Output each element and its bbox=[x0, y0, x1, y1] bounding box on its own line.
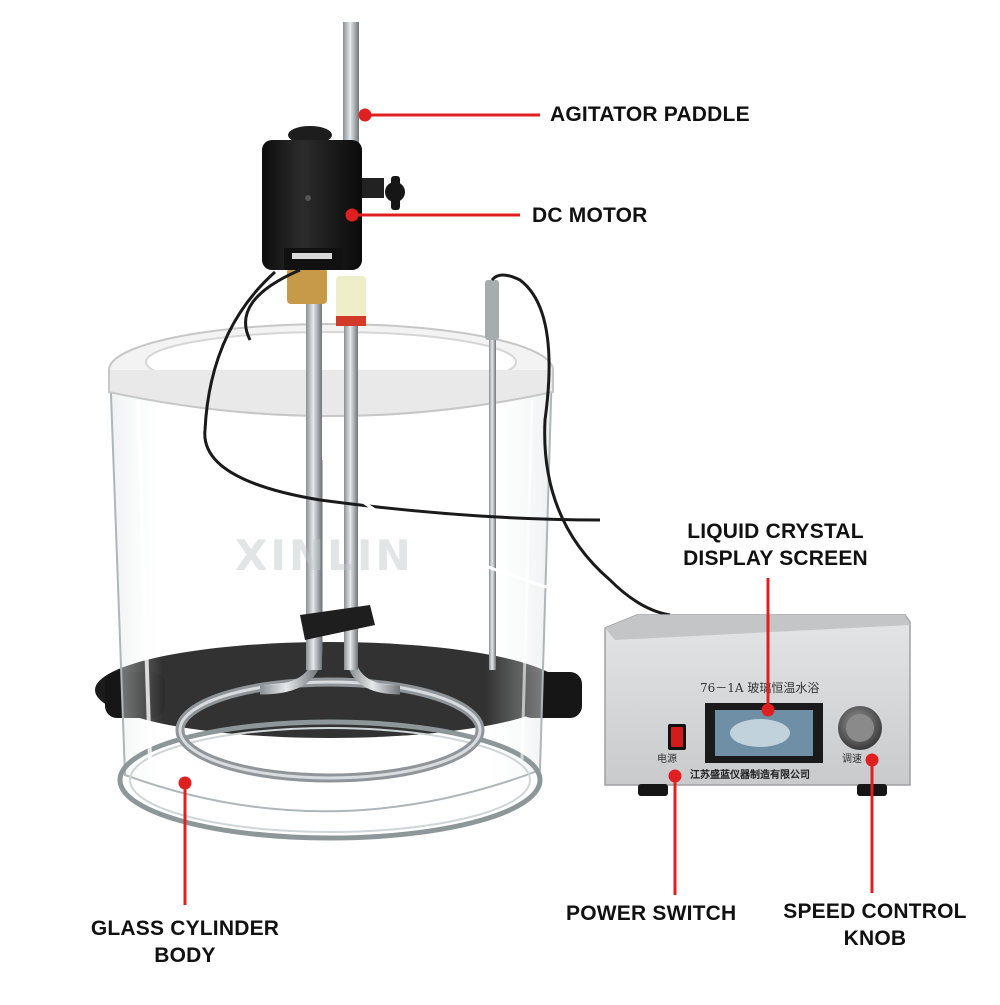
label-power-switch-text: POWER SWITCH bbox=[566, 902, 737, 925]
knob-icon[interactable] bbox=[838, 706, 882, 750]
maker-label: 江苏盛蓝仪器制造有限公司 bbox=[690, 768, 810, 781]
rocker-switch-icon[interactable] bbox=[668, 724, 686, 750]
label-speed-knob: SPEED CONTROL KNOB bbox=[780, 898, 970, 952]
label-lcd-line-2: DISPLAY SCREEN bbox=[683, 547, 868, 570]
label-dc-motor-text: DC MOTOR bbox=[532, 204, 648, 227]
dc-motor bbox=[262, 126, 405, 270]
pointer-dot-agitator-paddle bbox=[358, 108, 372, 122]
callout-pointers bbox=[178, 108, 879, 905]
model-label: 76－1A 玻璃恒温水浴 bbox=[700, 681, 819, 695]
label-lcd-screen: LIQUID CRYSTAL DISPLAY SCREEN bbox=[683, 518, 868, 572]
label-dc-motor: DC MOTOR bbox=[532, 202, 648, 229]
watermark: XINLIN bbox=[235, 531, 414, 580]
glass-cylinder bbox=[108, 367, 554, 841]
agitator-blade bbox=[300, 605, 375, 640]
pointer-dot-power-switch bbox=[668, 769, 682, 783]
label-speed-line-1: SPEED CONTROL bbox=[783, 900, 967, 923]
pointer-dot-lcd bbox=[761, 703, 775, 717]
agitator-shaft bbox=[343, 22, 359, 157]
label-agitator-paddle: AGITATOR PADDLE bbox=[550, 101, 750, 128]
power-label: 电源 bbox=[657, 752, 677, 765]
pointer-dot-speed-knob bbox=[865, 753, 879, 767]
pointer-dot-glass-cylinder bbox=[178, 776, 192, 790]
adjust-label: 调速 bbox=[842, 753, 862, 765]
pointer-dot-dc-motor bbox=[345, 208, 359, 222]
label-speed-line-2: KNOB bbox=[843, 927, 907, 950]
label-power-switch: POWER SWITCH bbox=[566, 900, 736, 927]
label-glass-line-1: GLASS CYLINDER bbox=[90, 917, 280, 940]
label-glass-line-2: BODY bbox=[154, 944, 216, 967]
lcd-screen bbox=[705, 703, 823, 763]
white-cable bbox=[359, 498, 621, 607]
label-lcd-line-1: LIQUID CRYSTAL bbox=[687, 520, 864, 543]
cables bbox=[203, 268, 671, 617]
label-glass-cylinder: GLASS CYLINDER BODY bbox=[85, 915, 285, 969]
top-ring bbox=[108, 323, 554, 417]
immersion-rods bbox=[287, 268, 499, 670]
label-agitator-paddle-text: AGITATOR PADDLE bbox=[550, 103, 750, 126]
